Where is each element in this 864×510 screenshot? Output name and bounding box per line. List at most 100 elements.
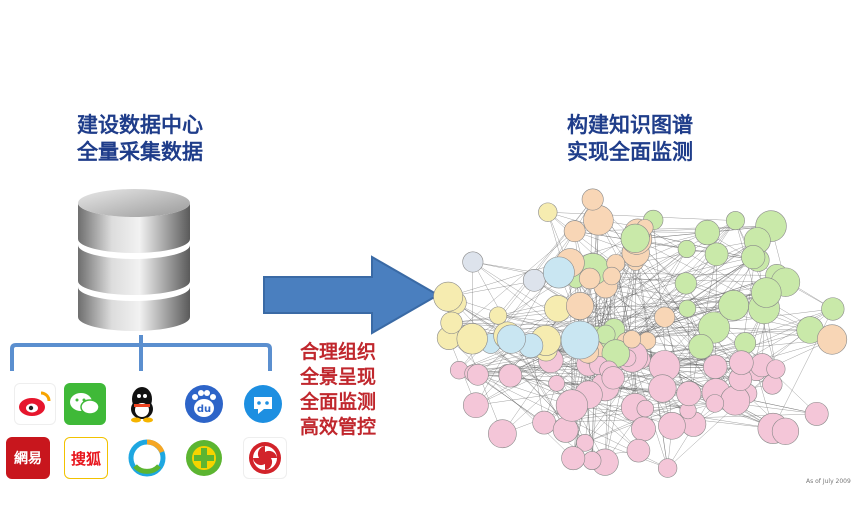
graph-edge [475, 352, 588, 406]
graph-edge [667, 368, 777, 469]
graph-edge [637, 231, 759, 261]
wechat-icon [64, 383, 106, 425]
graph-node [578, 267, 601, 290]
graph-node [566, 292, 594, 320]
graph-node [718, 289, 749, 321]
graph-edge [632, 342, 746, 357]
graph-node [555, 389, 589, 422]
graph-edge [490, 343, 644, 430]
graph-node [466, 363, 489, 386]
graph-edge [556, 252, 636, 384]
graph-node [678, 299, 697, 318]
action-item: 高效管控 [300, 416, 377, 438]
graph-node [548, 375, 565, 392]
knowledge-graph [433, 188, 848, 478]
graph-edge [448, 337, 574, 459]
graph-edge [664, 316, 786, 432]
graph-node [456, 323, 488, 355]
graph-node [688, 334, 714, 360]
netease-icon: 網易 [6, 437, 50, 479]
graph-edge [498, 256, 754, 316]
ifeng-icon [243, 437, 287, 479]
graph-node [626, 438, 651, 463]
graph-node [601, 366, 625, 390]
graph-edge [530, 345, 545, 423]
graph-node [440, 311, 463, 334]
left-title-line-2: 全量采集数据 [77, 140, 203, 164]
graph-node [751, 277, 782, 308]
graph-node [636, 399, 655, 418]
graph-node [489, 306, 508, 325]
graph-node [583, 205, 614, 236]
graph-edge [511, 338, 566, 431]
graph-node [488, 419, 517, 449]
graph-node [804, 401, 829, 426]
graph-node [741, 245, 766, 270]
graph-node [658, 412, 686, 440]
netease-label: 網易 [14, 451, 42, 467]
weibo-icon [14, 383, 56, 425]
graph-credit: As of July 2009 [806, 478, 851, 485]
graph-node [676, 381, 702, 407]
graph-node [498, 363, 523, 388]
graph-node [532, 410, 556, 435]
graph-edge [477, 364, 589, 375]
graph-node [496, 324, 526, 354]
graph-node [720, 385, 751, 416]
graph-node [631, 416, 656, 442]
source-bracket [10, 335, 272, 371]
graph-node [433, 281, 464, 312]
graph-edge [664, 316, 717, 393]
sohu-icon: 搜狐 [64, 437, 108, 479]
graph-node [654, 306, 676, 328]
graph-edge [647, 305, 734, 341]
graph-node [734, 332, 757, 354]
action-item: 全面监测 [300, 391, 377, 413]
graph-edge [605, 285, 742, 363]
graph-edge [611, 275, 686, 284]
graph-node [462, 392, 489, 419]
database-icon [78, 189, 190, 331]
graph-node [581, 188, 604, 211]
graph-node [766, 359, 786, 379]
graph-node [657, 458, 678, 478]
graph-node [561, 446, 586, 471]
sohu-label: 搜狐 [70, 449, 101, 468]
graph-node [560, 320, 600, 360]
graph-edge [635, 238, 811, 331]
chat-bubble-icon [242, 383, 284, 425]
graph-edge [497, 199, 593, 316]
right-title: 构建知识图谱 实现全面监测 [530, 112, 730, 166]
graph-edge [448, 238, 637, 297]
graph-node [648, 374, 677, 403]
right-title-line-2: 实现全面监测 [567, 140, 693, 164]
action-list: 合理组织 全景呈现 全面监测 高效管控 [300, 340, 410, 440]
graph-node [771, 417, 800, 445]
baidu-icon: du [183, 383, 225, 425]
action-item: 合理组织 [300, 341, 377, 363]
flow-arrow [263, 255, 441, 335]
graph-node [576, 434, 594, 452]
graph-node [729, 350, 754, 375]
qihoo360-icon [183, 437, 225, 479]
graph-node [563, 220, 586, 243]
graph-node [582, 451, 602, 470]
action-item: 全景呈现 [300, 366, 377, 388]
graph-node [538, 202, 558, 222]
graph-node [620, 223, 650, 253]
graph-node [622, 330, 642, 349]
graph-nodes [433, 188, 848, 478]
graph-node [694, 219, 720, 246]
graph-node [816, 324, 848, 355]
graph-node [703, 354, 728, 380]
qq-icon [121, 383, 163, 425]
left-title: 建设数据中心 全量采集数据 [55, 112, 225, 166]
graph-node [677, 239, 696, 258]
graph-edge [547, 211, 736, 221]
svg-text:du: du [197, 404, 211, 415]
graph-node [674, 272, 697, 295]
graph-node [522, 268, 546, 292]
graph-node [705, 394, 725, 413]
graph-node [704, 242, 729, 267]
graph-node [725, 211, 745, 231]
